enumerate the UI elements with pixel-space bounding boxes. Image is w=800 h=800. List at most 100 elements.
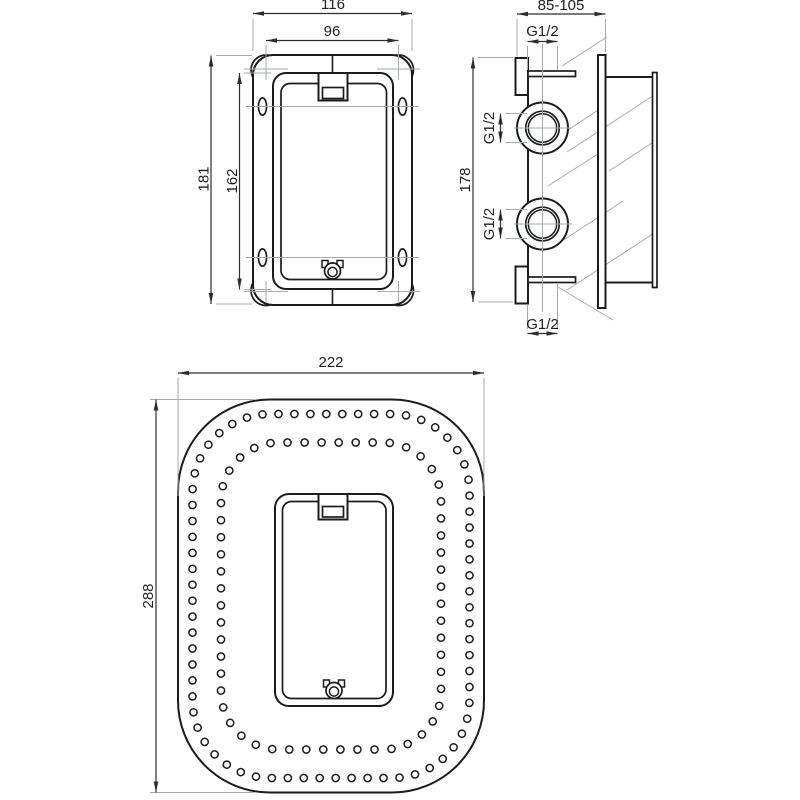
mounting-hole-dot <box>387 744 396 754</box>
dim-bottom-thread: G1/2 <box>526 284 559 336</box>
mounting-hole-dot <box>188 484 197 494</box>
mounting-hole-dot <box>218 703 228 712</box>
mounting-hole-dot <box>227 419 237 429</box>
svg-text:G1/2: G1/2 <box>481 208 498 241</box>
central-keyhole <box>322 679 346 700</box>
mounting-hole-dot <box>434 480 444 489</box>
mounting-hole-dot <box>216 618 226 627</box>
dim-front-outer-height: 181 <box>195 55 252 305</box>
dimension-arrowhead <box>473 370 484 376</box>
dim-front-outer-width: 116 <box>252 0 413 51</box>
mounting-hole-dot <box>443 433 452 442</box>
dimension-arrowhead <box>546 331 558 336</box>
mounting-hole-dot <box>465 602 474 612</box>
mounting-hole-dot <box>306 409 315 419</box>
dim-lower-port-thread: G1/2 <box>481 208 527 241</box>
mounting-hole-dot <box>188 596 197 606</box>
dim-side-height: 178 <box>457 57 513 303</box>
mounting-hole-dot <box>190 468 200 478</box>
mounting-hole-dot <box>464 475 473 485</box>
mounting-hole-dot <box>317 438 326 447</box>
mounting-hole-dot <box>436 531 446 540</box>
mounting-hole-dot <box>188 692 197 701</box>
svg-text:181: 181 <box>195 166 212 191</box>
mounting-hole-dot <box>385 438 395 448</box>
mounting-hole-dot <box>395 773 404 782</box>
svg-text:116: 116 <box>321 0 345 13</box>
mounting-hole-dot <box>222 760 232 769</box>
dimension-arrowhead <box>178 370 189 376</box>
mounting-hole-dot <box>267 773 277 783</box>
mounting-hole-dot <box>347 773 356 783</box>
mounting-hole-dot <box>425 763 435 773</box>
mounting-hole-dot <box>251 772 261 781</box>
mounting-hole-dot <box>462 714 472 724</box>
mounting-hole-dot <box>436 684 446 694</box>
mounting-hole-dot <box>465 507 474 516</box>
mounting-hole-dot <box>224 466 234 475</box>
mounting-hole-dot <box>385 409 395 419</box>
svg-text:162: 162 <box>224 168 241 193</box>
mounting-hole-dot <box>401 442 411 452</box>
mounting-hole-dot <box>428 717 438 726</box>
dim-front-inner-width: 96 <box>265 23 399 80</box>
dimension-arrowhead <box>266 38 277 43</box>
mounting-hole-dot <box>465 571 474 580</box>
port-centerlines <box>514 44 572 312</box>
mounting-hole-dot <box>195 453 205 463</box>
mounting-hole-dot <box>370 745 379 754</box>
dimension-arrowhead <box>498 227 503 239</box>
mounting-hole-dot <box>216 635 226 644</box>
mounting-hole-dot <box>334 438 344 447</box>
mounting-hole-dot <box>216 498 226 508</box>
mounting-hole-dot <box>188 564 197 574</box>
top-pipe-stub <box>527 70 577 78</box>
mounting-hole-dot <box>465 666 474 676</box>
mounting-hole-dot <box>236 767 246 777</box>
mounting-hole-dot <box>465 650 474 660</box>
mounting-hole-dot <box>403 739 413 749</box>
mounting-hole-dot <box>216 669 226 678</box>
mounting-hole-dot <box>401 411 411 420</box>
mounting-hole-dot <box>465 491 474 500</box>
mounting-hole-dot <box>225 718 235 728</box>
mounting-hole-dot <box>430 423 440 432</box>
dimension-arrowhead <box>498 209 503 221</box>
svg-text:G1/2: G1/2 <box>526 316 559 333</box>
dimension-arrowhead <box>470 291 476 302</box>
mounting-hole-dot <box>465 555 474 564</box>
dimension-arrowhead <box>498 131 503 143</box>
bottom-view: 222 288 <box>140 354 485 794</box>
dim-plate-width: 222 <box>177 354 485 496</box>
outer-hole-ring <box>188 409 474 783</box>
dimension-arrowhead <box>237 278 242 290</box>
mounting-hole-dot <box>465 698 474 708</box>
svg-text:96: 96 <box>324 23 341 40</box>
mounting-hole-dot <box>452 445 462 455</box>
dimension-arrowhead <box>594 11 606 17</box>
mounting-hole-dot <box>436 548 446 557</box>
mounting-hole-dot <box>216 515 226 525</box>
mounting-hole-dot <box>216 583 226 593</box>
front-view: 116 96 181 162 <box>195 0 420 307</box>
mounting-hole-dot <box>436 616 446 626</box>
mounting-hole-dot <box>200 737 210 747</box>
mounting-hole-dot <box>321 409 331 419</box>
mounting-hole-dot <box>436 599 446 609</box>
mounting-hole-dot <box>457 729 467 739</box>
mounting-hole-dot <box>351 438 361 447</box>
mounting-hole-dot <box>188 660 197 669</box>
dim-upper-port-thread: G1/2 <box>481 112 527 144</box>
mounting-hole-dot <box>436 633 446 643</box>
mounting-hole-dot <box>189 707 198 717</box>
mounting-hole-dot <box>427 464 437 474</box>
mounting-hole-dot <box>216 566 226 576</box>
mounting-hole-dot <box>369 409 379 419</box>
wall-flange <box>597 54 607 309</box>
side-view: 85-105 G1/2 178 G1/2 G1/2 <box>457 0 658 336</box>
mounting-hole-dot <box>274 409 283 419</box>
svg-text:288: 288 <box>140 583 157 608</box>
rear-end-plate <box>651 71 658 289</box>
mounting-hole-dot <box>249 443 259 453</box>
